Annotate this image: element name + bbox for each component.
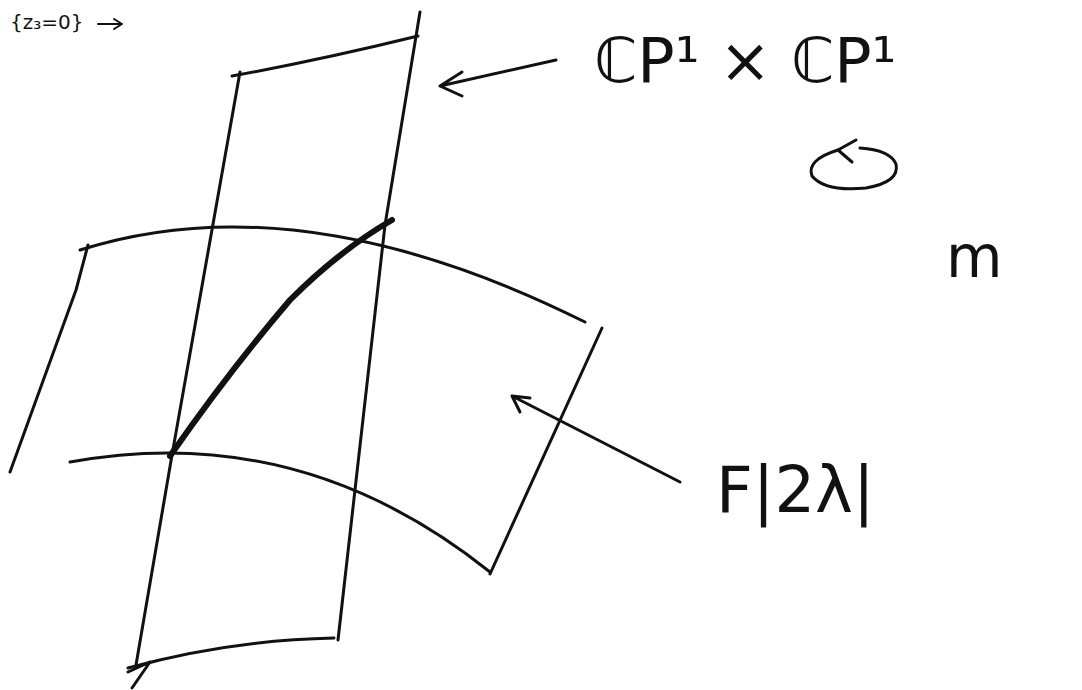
strip-edge (490, 328, 602, 574)
pointer-arrow (98, 19, 122, 29)
rotation-arrow (811, 148, 896, 189)
surface-label: F|2λ| (716, 458, 875, 522)
surface-label: {z₃=0} (10, 12, 83, 32)
strip-edge (70, 453, 490, 572)
group-label: m (946, 228, 1003, 286)
pointer-arrow (440, 60, 556, 96)
strip-edge (128, 662, 150, 688)
intersection-curve (170, 220, 392, 456)
strip-edge (128, 638, 334, 668)
strip-edge (136, 72, 240, 665)
surface-label: ℂP¹ × ℂP¹ (594, 30, 896, 92)
strip-edge (80, 227, 585, 322)
rotation-arrow (838, 140, 856, 162)
strip-edge (338, 12, 420, 640)
strip-edge (232, 36, 418, 76)
pointer-arrow (512, 396, 680, 482)
strip-edge (10, 245, 88, 472)
